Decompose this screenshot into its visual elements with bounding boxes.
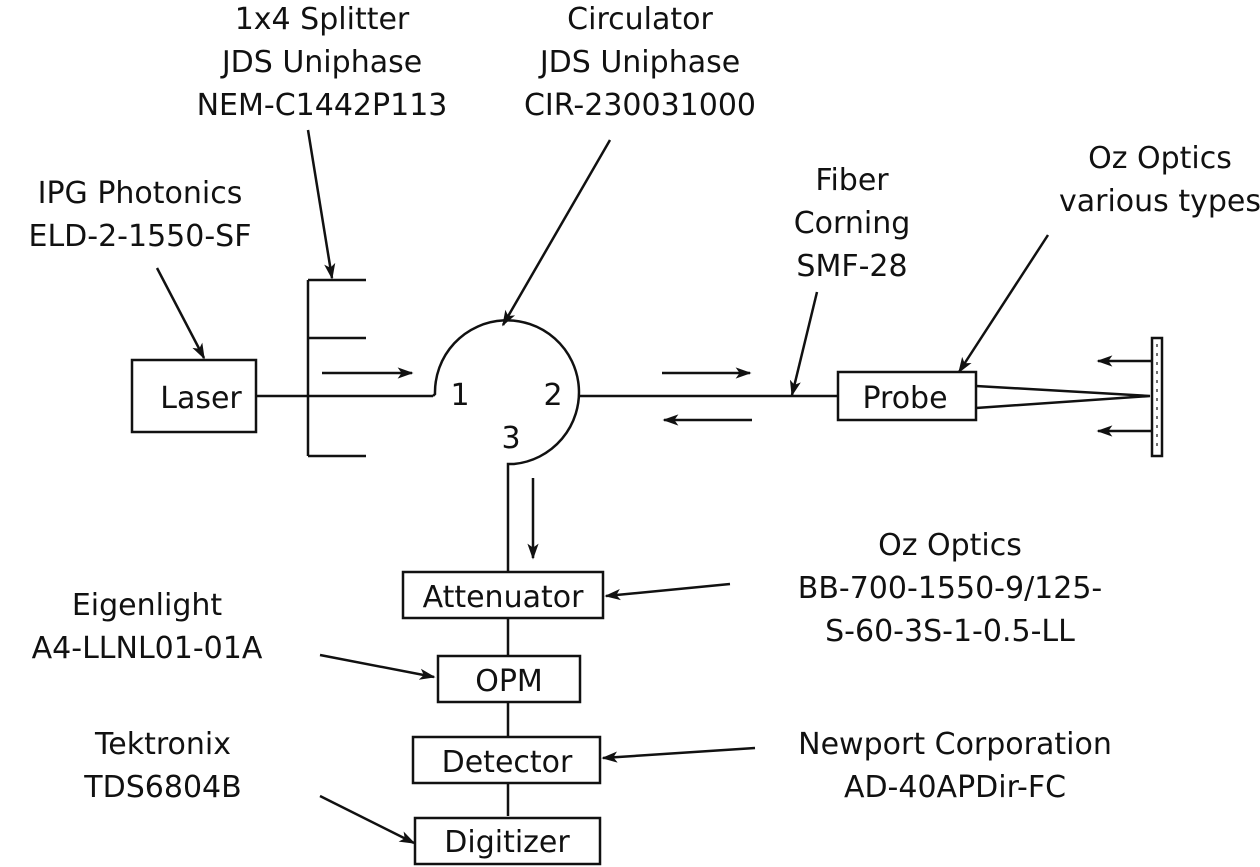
attenuator-annotation-line-1: Oz Optics	[878, 528, 1022, 563]
fiber-annotation-line-2: Corning	[794, 206, 911, 241]
splitter-annotation-line-1: 1x4 Splitter	[235, 2, 410, 37]
circulator-annotation-line-3: CIR-230031000	[524, 88, 756, 123]
target-surface-plate	[1150, 336, 1164, 458]
circulator-annotation-line-2: JDS Uniphase	[538, 45, 740, 80]
probe-pointer-arrow	[957, 234, 1050, 374]
opm-component: OPM	[436, 654, 582, 704]
laser-annotation: IPG Photonics ELD-2-1550-SF	[29, 176, 252, 254]
circulator-body	[432, 319, 581, 575]
detector-annotation: Newport Corporation AD-40APDir-FC	[798, 727, 1112, 805]
opm-annotation-line-2: A4-LLNL01-01A	[32, 631, 263, 666]
detector-annotation-line-2: AD-40APDir-FC	[844, 770, 1066, 805]
attenuator-annotation-line-2: BB-700-1550-9/125-	[798, 571, 1103, 606]
opm-box	[436, 654, 582, 704]
opm-annotation: Eigenlight A4-LLNL01-01A	[32, 588, 263, 666]
laser-component: Laser	[130, 358, 258, 434]
attenuator-pointer-arrow	[604, 582, 731, 601]
laser-annotation-line-2: ELD-2-1550-SF	[29, 219, 252, 254]
circulator-port-1-label: 1	[450, 378, 469, 413]
laser-annotation-line-1: IPG Photonics	[38, 176, 243, 211]
opm-label: OPM	[475, 664, 543, 699]
circulator-port-3-label: 3	[501, 421, 520, 456]
fiber-annotation-line-3: SMF-28	[796, 249, 907, 284]
laser-label: Laser	[160, 381, 242, 416]
laser-pointer-arrow	[155, 267, 206, 360]
probe-annotation-line-1: Oz Optics	[1088, 141, 1232, 176]
fiber-annotation: Fiber Corning SMF-28	[794, 163, 911, 284]
digitizer-annotation-line-1: Tektronix	[94, 727, 231, 762]
attenuator-annotation: Oz Optics BB-700-1550-9/125- S-60-3S-1-0…	[798, 528, 1103, 649]
attenuator-annotation-line-3: S-60-3S-1-0.5-LL	[825, 614, 1075, 649]
probe-annotation: Oz Optics various types	[1059, 141, 1260, 219]
fiber-annotation-line-1: Fiber	[815, 163, 889, 198]
target-surface	[1150, 336, 1164, 458]
attenuator-component: Attenuator	[401, 570, 605, 620]
fiber-pointer-arrow	[789, 291, 819, 397]
attenuator-label: Attenuator	[423, 580, 585, 615]
probe-label: Probe	[862, 381, 947, 416]
splitter-component	[306, 278, 366, 458]
circulator-annotation-line-1: Circulator	[567, 2, 713, 37]
detector-pointer-arrow	[601, 746, 756, 763]
probe-component: Probe	[836, 370, 978, 422]
detector-box	[411, 735, 602, 785]
digitizer-component: Digitizer	[413, 816, 602, 866]
digitizer-annotation-line-2: TDS6804B	[83, 770, 241, 805]
splitter-annotation: 1x4 Splitter JDS Uniphase NEM-C1442P113	[197, 2, 448, 123]
attenuator-box	[401, 570, 605, 620]
circulator-component: 1 2 3	[432, 319, 581, 575]
laser-box	[130, 358, 258, 434]
splitter-annotation-line-3: NEM-C1442P113	[197, 88, 448, 123]
probe-box	[836, 370, 978, 422]
digitizer-annotation: Tektronix TDS6804B	[83, 727, 241, 805]
opm-pointer-arrow	[319, 653, 436, 680]
probe-beam	[975, 384, 1151, 410]
circulator-port-2-label: 2	[543, 378, 562, 413]
circulator-annotation: Circulator JDS Uniphase CIR-230031000	[524, 2, 756, 123]
opm-annotation-line-1: Eigenlight	[72, 588, 223, 623]
splitter-pointer-arrow	[306, 129, 336, 280]
detector-component: Detector	[411, 735, 602, 785]
detector-label: Detector	[442, 745, 573, 780]
digitizer-box	[413, 816, 602, 866]
detector-annotation-line-1: Newport Corporation	[798, 727, 1112, 762]
circulator-pointer-arrow	[501, 139, 612, 327]
digitizer-label: Digitizer	[444, 825, 570, 860]
probe-annotation-line-2: various types	[1059, 184, 1260, 219]
splitter-annotation-line-2: JDS Uniphase	[220, 45, 422, 80]
digitizer-pointer-arrow	[319, 794, 416, 845]
